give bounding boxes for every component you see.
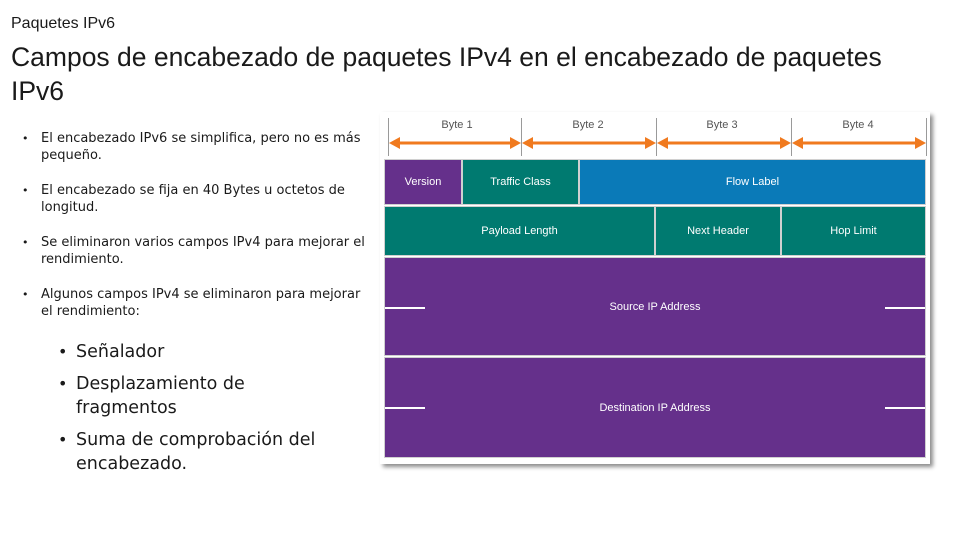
continuation-mark [885, 307, 925, 309]
bullet-item: El encabezado se fija en 40 Bytes u octe… [22, 182, 367, 216]
slide-title: Campos de encabezado de paquetes IPv4 en… [11, 42, 882, 106]
bullet-item: Se eliminaron varios campos IPv4 para me… [22, 234, 367, 268]
byte-label: Byte 2 [572, 119, 604, 131]
byte-tick [926, 118, 927, 156]
field-hop-limit: Hop Limit [781, 206, 926, 256]
field-destination-ip: Destination IP Address [384, 357, 926, 458]
ipv6-header-diagram: Byte 1 Byte 2 Byte 3 Byte 4 Version Traf… [380, 112, 930, 464]
byte-tick [656, 118, 657, 156]
byte-tick [791, 118, 792, 156]
slide-subtitle: Paquetes IPv6 [11, 15, 116, 32]
sub-bullet-item: Suma de comprobación del encabezado. [58, 428, 348, 476]
byte-label: Byte 4 [842, 119, 874, 131]
byte-label: Byte 1 [441, 119, 473, 131]
bullet-item: Algunos campos IPv4 se eliminaron para m… [22, 286, 367, 320]
bullet-item: El encabezado IPv6 se simplifica, pero n… [22, 130, 367, 164]
continuation-mark [385, 307, 425, 309]
byte-label: Byte 3 [706, 119, 738, 131]
bullet-list: El encabezado IPv6 se simplifica, pero n… [22, 130, 367, 338]
field-source-ip: Source IP Address [384, 257, 926, 356]
field-next-header: Next Header [655, 206, 781, 256]
sub-bullet-item: Señalador [58, 340, 348, 364]
field-traffic-class: Traffic Class [462, 159, 579, 205]
field-flow-label: Flow Label [579, 159, 926, 205]
continuation-mark [385, 407, 425, 409]
byte-arrows [389, 137, 926, 149]
continuation-mark [885, 407, 925, 409]
field-version: Version [384, 159, 462, 205]
field-payload-length: Payload Length [384, 206, 655, 256]
byte-tick [521, 118, 522, 156]
sub-bullet-list: Señalador Desplazamiento de fragmentos S… [58, 340, 348, 484]
byte-tick [388, 118, 389, 156]
sub-bullet-item: Desplazamiento de fragmentos [58, 372, 348, 420]
